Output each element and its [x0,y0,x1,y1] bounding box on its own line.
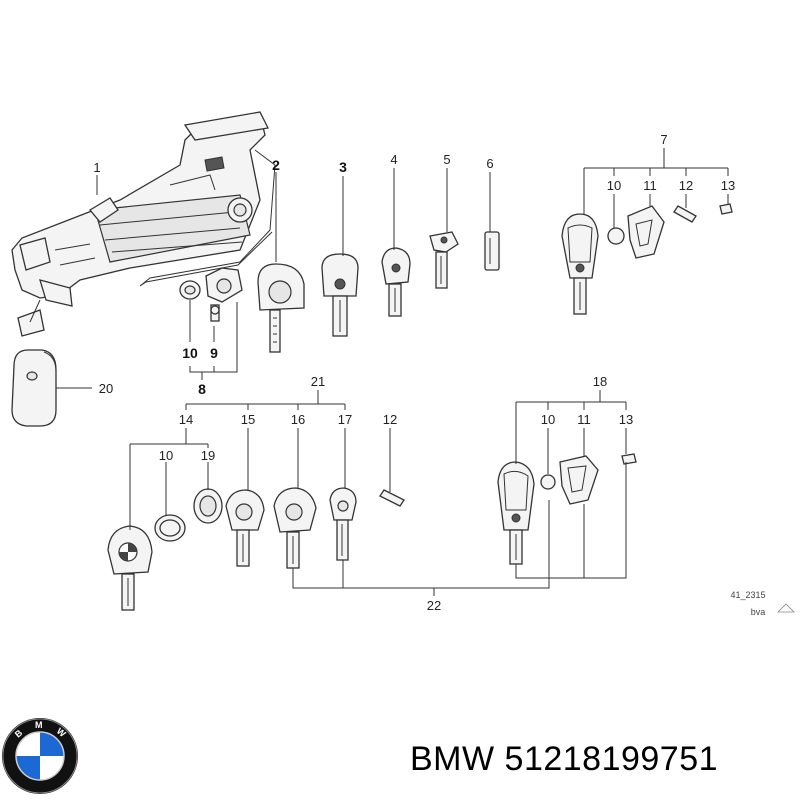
svg-text:B: B [13,727,25,739]
key-14 [107,525,153,611]
key-3 [321,253,359,337]
key-4 [381,247,411,317]
key-5 [429,231,459,289]
plate-12-lower [379,489,405,507]
door-handle-assembly [11,111,276,337]
label-16: 16 [291,412,305,427]
label-2: 2 [272,157,280,173]
label-8: 8 [198,381,206,397]
label-17: 17 [338,412,352,427]
part-number-caption: BMW 51218199751 [410,740,719,778]
label-7: 7 [660,132,667,147]
label-18-10: 10 [541,412,555,427]
cylinder-19 [193,488,223,524]
label-18: 18 [593,374,607,389]
lock-bracket-9 [205,267,243,322]
seal-ring-10-lower [154,514,186,542]
label-7-13: 13 [721,178,735,193]
key-set-7 [561,203,733,315]
label-7-10: 10 [607,178,621,193]
cover-cap-20 [11,349,57,427]
key-17 [329,487,357,561]
label-5: 5 [443,152,450,167]
bmw-roundel-icon: B M W [2,718,78,794]
lock-cylinder-housing [257,263,305,353]
label-12-lower: 12 [383,412,397,427]
callout-labels: 1 2 3 4 5 6 7 10 11 12 13 10 9 8 20 21 1… [93,132,735,613]
label-1: 1 [93,160,100,175]
key-set-18 [497,453,637,565]
label-14: 14 [179,412,193,427]
reference-author: bva [751,607,766,617]
label-10-upper: 10 [182,345,198,361]
label-18-13: 13 [619,412,633,427]
label-15: 15 [241,412,255,427]
label-7-12: 12 [679,178,693,193]
label-6: 6 [486,156,493,171]
label-20: 20 [99,381,113,396]
label-3: 3 [339,159,347,175]
reference-code: 41_2315 [730,590,765,600]
key-16 [273,487,317,569]
reference-triangle-icon [777,603,795,613]
label-4: 4 [390,152,397,167]
key-blank-6 [484,231,500,271]
label-14-10: 10 [159,448,173,463]
label-7-11: 11 [643,178,657,193]
key-15 [225,489,265,567]
label-9: 9 [210,345,218,361]
label-18-11: 11 [577,412,591,427]
seal-ring-10 [179,280,201,300]
label-21: 21 [311,374,325,389]
label-19: 19 [201,448,215,463]
leader-lines [56,148,729,596]
label-22: 22 [427,598,441,613]
svg-text:M: M [35,720,43,730]
